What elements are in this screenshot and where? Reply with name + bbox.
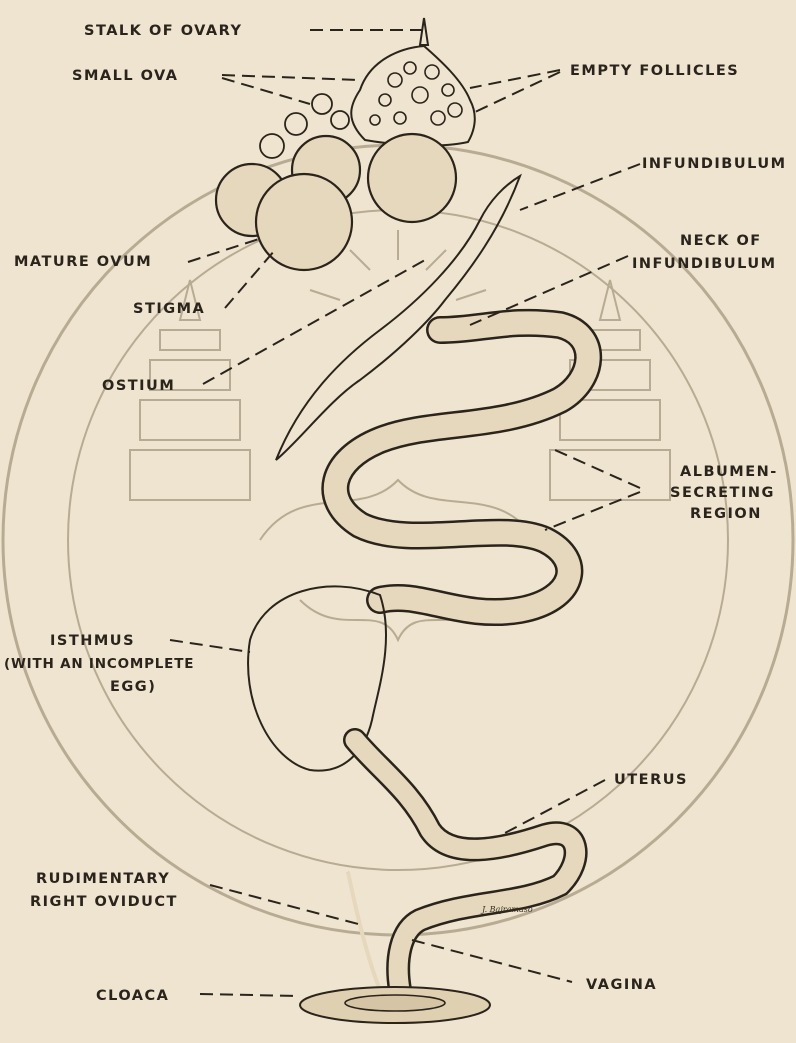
ovary <box>216 18 475 270</box>
label-stalk-of-ovary: STALK OF OVARY <box>84 23 243 39</box>
artist-signature: J. Bajramaso <box>480 905 533 914</box>
label-isthmus-line2: (WITH AN INCOMPLETE <box>4 656 194 672</box>
mature-ova <box>216 134 456 270</box>
label-isthmus-line1: ISTHMUS <box>50 633 135 649</box>
label-mature-ovum: MATURE OVUM <box>14 254 152 270</box>
label-rudimentary-line2: RIGHT OVIDUCT <box>30 894 178 910</box>
label-albumen-line2: SECRETING <box>670 485 775 501</box>
label-ostium: OSTIUM <box>102 378 175 394</box>
label-cloaca: CLOACA <box>96 988 169 1004</box>
cloaca <box>300 987 490 1023</box>
label-neck-of-infundibulum-line2: INFUNDIBULUM <box>632 256 777 272</box>
label-infundibulum: INFUNDIBULUM <box>642 156 787 172</box>
label-albumen-line1: ALBUMEN- <box>680 464 778 480</box>
label-stigma: STIGMA <box>133 301 205 317</box>
label-neck-of-infundibulum-line1: NECK OF <box>680 233 762 249</box>
label-albumen-line3: REGION <box>690 506 762 522</box>
label-vagina: VAGINA <box>586 977 657 993</box>
label-rudimentary-line1: RUDIMENTARY <box>36 871 170 887</box>
label-uterus: UTERUS <box>614 772 688 788</box>
label-empty-follicles: EMPTY FOLLICLES <box>570 63 739 79</box>
label-isthmus-line3: EGG) <box>110 679 156 695</box>
oviduct <box>248 323 588 990</box>
label-small-ova: SMALL OVA <box>72 68 179 84</box>
